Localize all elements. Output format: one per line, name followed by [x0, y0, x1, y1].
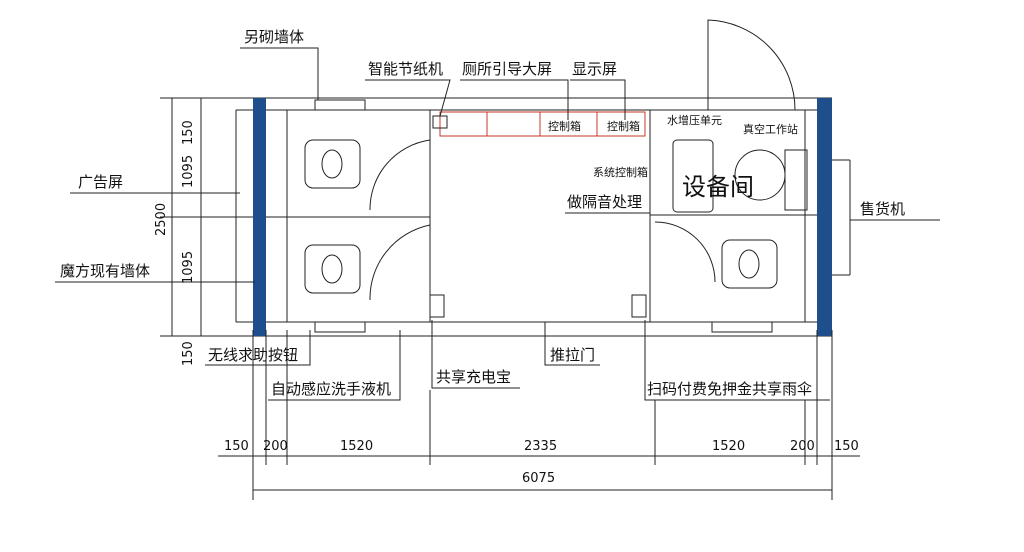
- label-extra-wall: 另砌墙体: [244, 28, 304, 46]
- label-system-control-box: 系统控制箱: [593, 165, 648, 179]
- label-soundproofing: 做隔音处理: [567, 193, 642, 211]
- leader-lines: [55, 47, 940, 401]
- label-control-box-1: 控制箱: [548, 119, 581, 133]
- label-ad-screen: 广告屏: [78, 173, 123, 191]
- label-existing-wall: 魔方现有墙体: [60, 262, 150, 280]
- left-wall: [253, 98, 266, 336]
- dim-b-200-left: 200: [263, 439, 288, 454]
- dim-b-150-left: 150: [224, 439, 249, 454]
- dim-v-2500: 2500: [154, 203, 169, 236]
- label-umbrella: 扫码付费免押金共享雨伞: [647, 380, 812, 398]
- dim-b-200-right: 200: [790, 439, 815, 454]
- label-control-box-2: 控制箱: [607, 119, 640, 133]
- label-vacuum-station: 真空工作站: [743, 122, 798, 136]
- label-vending-machine: 售货机: [860, 200, 905, 218]
- dim-b-1520-left: 1520: [340, 439, 373, 454]
- dim-v-1095-bottom: 1095: [181, 251, 196, 284]
- label-sliding-door: 推拉门: [550, 346, 595, 364]
- vertical-dimension-lines: [171, 98, 202, 336]
- label-toilet-guide-screen: 厕所引导大屏: [462, 60, 552, 78]
- label-smart-paper: 智能节纸机: [368, 60, 443, 78]
- dim-b-2335: 2335: [524, 439, 557, 454]
- structure: [160, 19, 851, 337]
- dim-b-1520-right: 1520: [712, 439, 745, 454]
- dim-v-1095-top: 1095: [181, 155, 196, 188]
- label-water-pressure-unit: 水增压单元: [667, 113, 722, 127]
- label-power-bank: 共享充电宝: [436, 368, 511, 386]
- bottom-dimension-lines: [218, 330, 860, 500]
- right-wall: [817, 98, 832, 336]
- dim-v-150-bottom: 150: [181, 341, 196, 366]
- dim-b-150-right: 150: [834, 439, 859, 454]
- dim-total: 6075: [522, 471, 555, 486]
- label-equipment-room: 设备间: [682, 173, 754, 201]
- label-auto-soap: 自动感应洗手液机: [271, 380, 391, 398]
- label-display-screen: 显示屏: [572, 60, 617, 78]
- dim-v-150-top: 150: [181, 120, 196, 145]
